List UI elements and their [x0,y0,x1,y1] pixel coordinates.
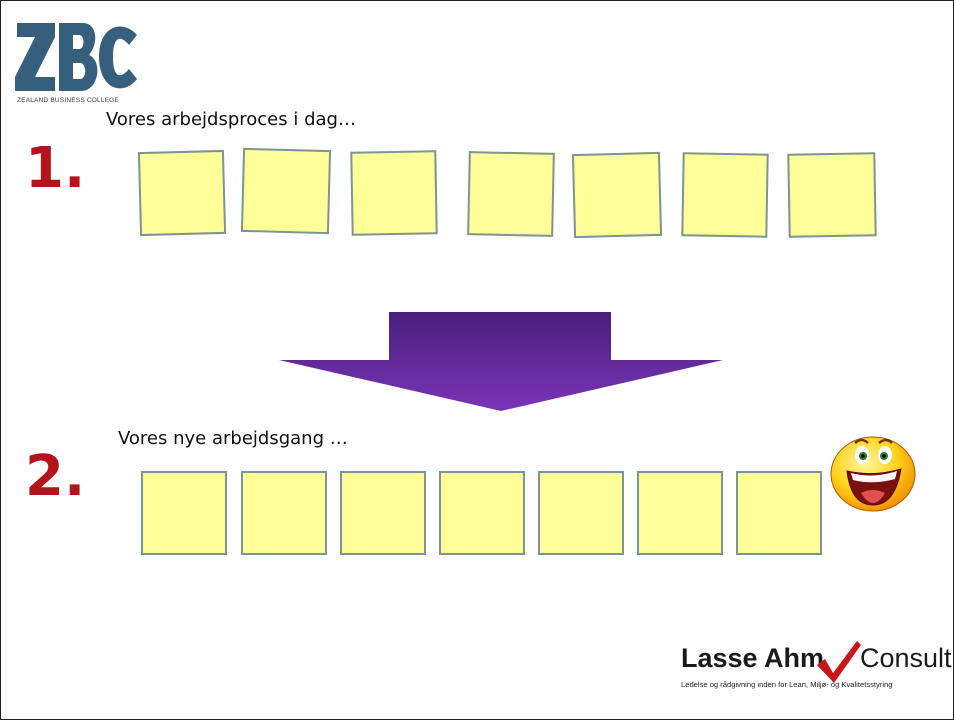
checkmark-icon [817,641,861,683]
note-1-7 [787,152,877,238]
note-2-1 [141,471,227,555]
note-1-2 [240,147,332,235]
logo-consult-word: Consult [860,643,952,673]
note-2-6 [637,471,723,555]
step2-heading: Vores nye arbejdsgang … [118,428,348,449]
note-2-4 [439,471,525,555]
note-1-1 [137,149,227,237]
logo-tagline: Ledelse og rådgivning inden for Lean, Mi… [681,680,893,689]
step1-number: 1. [25,136,86,201]
note-2-7 [736,471,822,555]
zbc-logo: ZEALAND BUSINESS COLLEGE [15,19,141,119]
logo-name: Lasse Ahm [681,643,825,673]
note-2-3 [340,471,426,555]
step2-number: 2. [25,444,86,509]
step1-heading: Vores arbejdsproces i dag… [106,109,356,130]
note-2-2 [241,471,327,555]
note-2-5 [538,471,624,555]
zbc-letters-logo-icon [15,23,137,91]
down-arrow-icon [279,312,723,411]
note-1-4 [467,151,555,237]
note-1-3 [350,150,438,236]
zbc-subtitle: ZEALAND BUSINESS COLLEGE [17,97,119,104]
note-1-5 [571,151,663,239]
lasse-ahm-consult-logo: Lasse Ahm Consult Ledelse og rådgivning … [681,641,952,711]
laughing-smiley-icon [830,436,916,512]
note-1-6 [681,152,769,238]
